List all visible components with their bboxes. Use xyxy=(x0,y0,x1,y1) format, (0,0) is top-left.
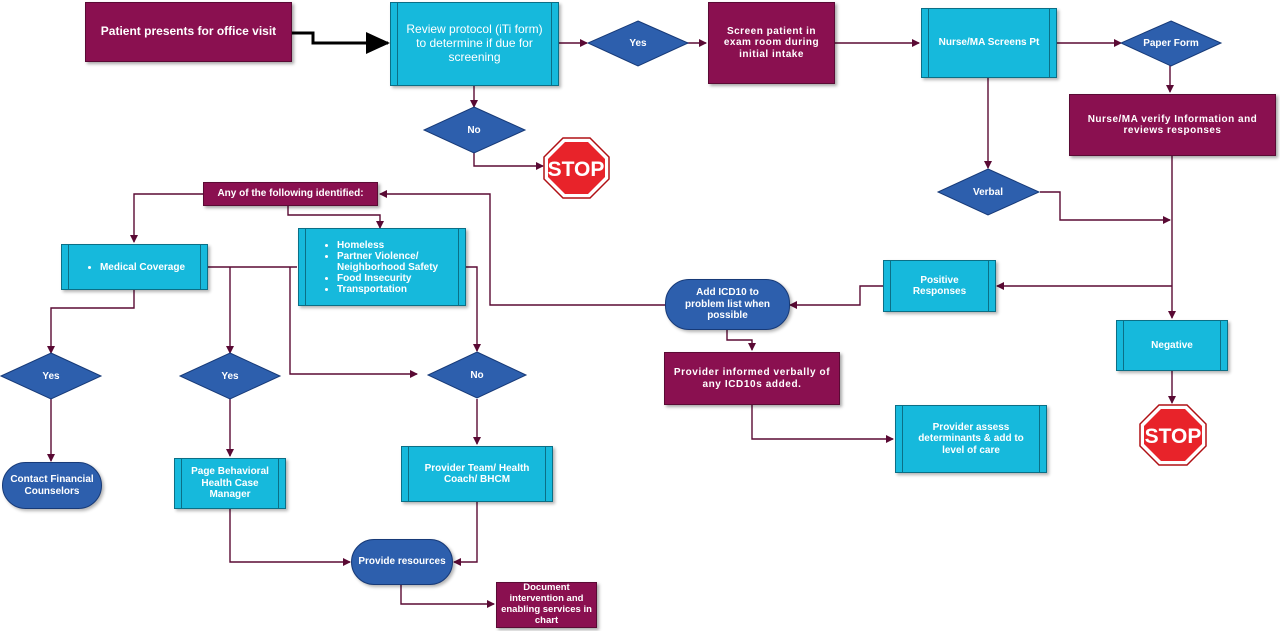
decision-no-top xyxy=(422,106,527,154)
stop-sign-top-label: STOP xyxy=(548,158,605,181)
decision-no-mid xyxy=(426,351,528,399)
provider-team-box: Provider Team/ Health Coach/ BHCM xyxy=(401,446,553,502)
patient-presents-label: Patient presents for office visit xyxy=(100,24,277,39)
review-protocol-label: Review protocol (iTi form) to determine … xyxy=(406,22,543,64)
decision-paper-form-label: Paper Form xyxy=(1143,37,1199,49)
contact-financial-label: Contact Financial Counselors xyxy=(10,474,94,497)
decision-yes-top xyxy=(586,20,690,67)
medical-coverage-list: Medical Coverage xyxy=(84,262,185,273)
decision-verbal xyxy=(936,168,1041,216)
stop-sign-right: STOP xyxy=(1139,404,1207,466)
condition-item: Partner Violence/ Neighborhood Safety xyxy=(337,251,455,273)
decision-yes-left xyxy=(0,352,103,400)
screen-patient-label: Screen patient in exam room during initi… xyxy=(723,25,820,60)
nurse-screens-box: Nurse/MA Screens Pt xyxy=(921,8,1057,78)
provider-assess-label: Provider assess determinants & add to le… xyxy=(918,421,1024,456)
decision-no-top-label: No xyxy=(467,124,481,136)
document-box: Document intervention and enabling servi… xyxy=(496,582,597,628)
decision-yes-top-label: Yes xyxy=(629,37,647,49)
contact-financial-oval: Contact Financial Counselors xyxy=(2,462,102,509)
conditions-list: Homeless Partner Violence/ Neighborhood … xyxy=(309,240,455,295)
positive-responses-label: Positive Responses xyxy=(912,274,967,298)
negative-label: Negative xyxy=(1151,339,1193,351)
negative-box: Negative xyxy=(1116,320,1228,371)
provider-assess-box: Provider assess determinants & add to le… xyxy=(895,405,1047,473)
provide-resources-oval: Provide resources xyxy=(351,539,453,585)
review-protocol-box: Review protocol (iTi form) to determine … xyxy=(390,2,559,86)
any-identified-label: Any of the following identified: xyxy=(217,188,364,200)
condition-item: Homeless xyxy=(337,240,455,251)
decision-no-mid-label: No xyxy=(470,369,484,381)
condition-item: Food Insecurity xyxy=(337,273,455,284)
decision-yes-mid xyxy=(178,352,282,400)
nurse-verify-label: Nurse/MA verify Information and reviews … xyxy=(1087,113,1258,137)
stop-sign-top: STOP xyxy=(543,137,610,199)
provide-resources-label: Provide resources xyxy=(358,556,446,568)
condition-item: Transportation xyxy=(337,284,455,295)
decision-paper-form xyxy=(1119,20,1223,67)
document-label: Document intervention and enabling servi… xyxy=(501,582,592,626)
patient-presents-box: Patient presents for office visit xyxy=(85,2,292,62)
provider-informed-label: Provider informed verbally of any ICD10s… xyxy=(673,367,831,390)
decision-yes-mid-label: Yes xyxy=(221,370,239,382)
page-behavioral-box: Page Behavioral Health Case Manager xyxy=(174,458,286,509)
provider-informed-box: Provider informed verbally of any ICD10s… xyxy=(664,352,840,405)
conditions-box: Homeless Partner Violence/ Neighborhood … xyxy=(298,228,466,306)
provider-team-label: Provider Team/ Health Coach/ BHCM xyxy=(424,462,530,486)
nurse-screens-label: Nurse/MA Screens Pt xyxy=(938,37,1040,49)
medical-coverage-box: Medical Coverage xyxy=(61,244,208,290)
medical-coverage-label: Medical Coverage xyxy=(100,262,185,273)
decision-verbal-label: Verbal xyxy=(972,186,1004,198)
positive-responses-box: Positive Responses xyxy=(883,260,996,312)
any-identified-box: Any of the following identified: xyxy=(203,182,378,206)
add-icd10-label: Add ICD10 to problem list when possible xyxy=(684,287,770,322)
stop-sign-right-label: STOP xyxy=(1145,425,1202,448)
decision-yes-left-label: Yes xyxy=(42,370,60,382)
screen-patient-box: Screen patient in exam room during initi… xyxy=(708,2,835,84)
nurse-verify-box: Nurse/MA verify Information and reviews … xyxy=(1069,94,1276,156)
add-icd10-oval: Add ICD10 to problem list when possible xyxy=(665,279,790,330)
page-behavioral-label: Page Behavioral Health Case Manager xyxy=(191,466,269,501)
